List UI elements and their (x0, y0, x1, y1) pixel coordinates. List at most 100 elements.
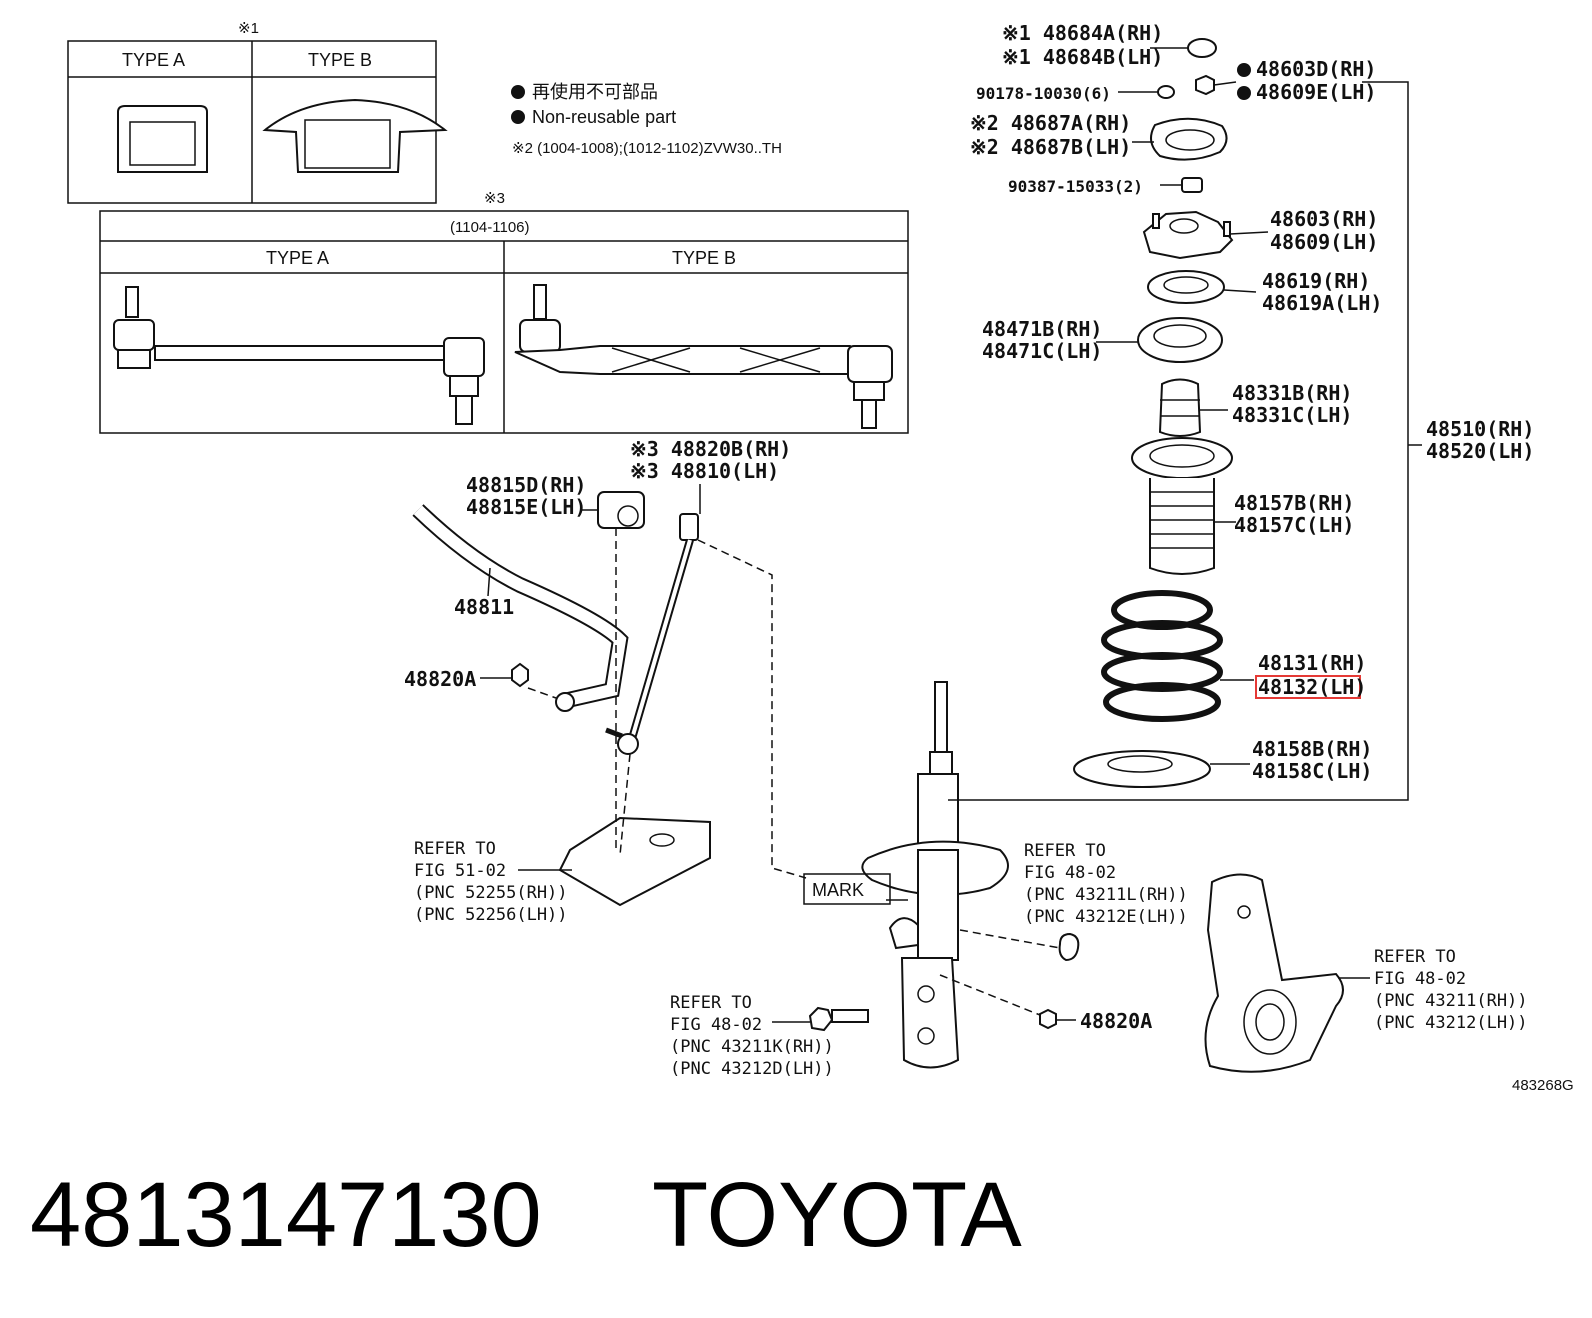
guide-line (527, 687, 557, 699)
ref4-line4: (PNC 43212(LH)) (1374, 1013, 1528, 1033)
label-48619: 48619(RH) (1262, 269, 1370, 293)
stabilizer-link-type-a-icon (113, 286, 485, 425)
nut-48820a-right-icon (1039, 1008, 1057, 1030)
label-48131: 48131(RH) (1258, 651, 1366, 675)
label-48820b: ※3 48820B(RH) (630, 437, 791, 461)
nonreusable-dot-icon (511, 85, 525, 99)
label-group-left: ※3 48820B(RH) ※3 48810(LH) 48815D(RH) 48… (404, 437, 1152, 1033)
label-48331c: 48331C(LH) (1232, 403, 1352, 427)
guide-line (697, 539, 807, 879)
guide-line (619, 753, 631, 856)
label-48820a-left: 48820A (404, 667, 476, 691)
range3-label: (1104-1106) (450, 219, 530, 236)
ref1-line1: REFER TO (414, 839, 496, 859)
nonreusable-jp: 再使用不可部品 (532, 82, 658, 102)
ref3-line1: REFER TO (670, 993, 752, 1013)
highlight-box (1255, 675, 1361, 699)
note3-mark: ※3 (484, 190, 505, 207)
lower-insulator-icon (1073, 750, 1211, 788)
label-48810: ※3 48810(LH) (630, 459, 779, 483)
ref1-line4: (PNC 52256(LH)) (414, 905, 568, 925)
nut-icon (1195, 74, 1215, 96)
leader-lines (480, 47, 1422, 1023)
bearing-icon (1147, 270, 1225, 304)
note1-mark: ※1 (238, 20, 259, 37)
ref1-line3: (PNC 52255(RH)) (414, 883, 568, 903)
note2-text: ※2 (1004-1008);(1012-1102)ZVW30..TH (512, 140, 782, 157)
label-90387: 90387-15033(2) (1008, 177, 1143, 196)
cap-type-b-icon (262, 98, 448, 173)
collar-icon (1181, 177, 1203, 193)
refer-to-fig-48-02-a: REFER TO FIG 48-02 (PNC 43211L(RH)) (PNC… (1024, 841, 1188, 927)
ref2-line1: REFER TO (1024, 841, 1106, 861)
stabilizer-bar-icon (412, 504, 629, 712)
nonreusable-en: Non-reusable part (532, 107, 676, 127)
crossmember-icon (558, 816, 711, 907)
label-48811: 48811 (454, 595, 514, 619)
part-number: 4813147130 (30, 1164, 542, 1266)
label-48684a: ※1 48684A(RH) (1002, 21, 1163, 45)
label-48684b: ※1 48684B(LH) (1002, 45, 1163, 69)
ref4-line2: FIG 48-02 (1374, 969, 1466, 989)
plate-icon (1150, 117, 1228, 161)
steering-knuckle-icon (1204, 873, 1344, 1073)
strut-assembly (1073, 38, 1234, 788)
ref2-line3: (PNC 43211L(RH)) (1024, 885, 1188, 905)
ref1-line2: FIG 51-02 (414, 861, 506, 881)
shock-absorber-icon (861, 681, 1009, 1069)
type-b-label: TYPE B (308, 50, 372, 70)
label-48609: 48609(LH) (1270, 230, 1378, 254)
brand-name: TOYOTA (652, 1164, 1022, 1266)
label-48603d: 48603D(RH) (1256, 57, 1376, 81)
dust-boot-icon (1131, 437, 1233, 479)
ref2-line4: (PNC 43212E(LH)) (1024, 907, 1188, 927)
label-48158c: 48158C(LH) (1252, 759, 1372, 783)
label-48619a: 48619A(LH) (1262, 291, 1382, 315)
ref2-line2: FIG 48-02 (1024, 863, 1116, 883)
bolt-icon (808, 1006, 869, 1032)
ref3-line2: FIG 48-02 (670, 1015, 762, 1035)
nut-small-icon (1157, 85, 1175, 99)
legend-type-box-1: ※1 TYPE A TYPE B (67, 20, 448, 204)
label-90178: 90178-10030(6) (976, 84, 1111, 103)
label-group-right: ※1 48684A(RH) ※1 48684B(LH) 48603D(RH) 4… (970, 21, 1534, 783)
label-48815e: 48815E(LH) (466, 495, 586, 519)
label-48331b: 48331B(RH) (1232, 381, 1352, 405)
ref4-line1: REFER TO (1374, 947, 1456, 967)
nonreusable-dot-icon (1237, 86, 1251, 100)
label-48471b: 48471B(RH) (982, 317, 1102, 341)
label-48158b: 48158B(RH) (1252, 737, 1372, 761)
label-48820a-right: 48820A (1080, 1009, 1152, 1033)
bushing-icon (597, 491, 645, 529)
guide-line (939, 974, 1041, 1016)
type-b-label-3: TYPE B (672, 248, 736, 268)
nonreusable-dot-icon (1237, 63, 1251, 77)
type-a-label-3: TYPE A (266, 248, 329, 268)
nonreusable-dot-icon (511, 110, 525, 124)
guide-line (959, 929, 1061, 949)
legend-type-box-3: ※3 (1104-1106) TYPE A TYPE B (99, 190, 909, 434)
label-48157c: 48157C(LH) (1234, 513, 1354, 537)
label-48687a: ※2 48687A(RH) (970, 111, 1131, 135)
refer-to-fig-48-02-c: REFER TO FIG 48-02 (PNC 43211(RH)) (PNC … (1374, 947, 1528, 1033)
label-48603: 48603(RH) (1270, 207, 1378, 231)
label-48132-highlighted: 48132(LH) (1258, 675, 1366, 699)
cap-icon (1187, 38, 1217, 58)
refer-to-fig-48-02-b: REFER TO FIG 48-02 (PNC 43211K(RH)) (PNC… (670, 993, 834, 1079)
coil-spring-icon (1101, 590, 1223, 722)
ref3-line3: (PNC 43211K(RH)) (670, 1037, 834, 1057)
refer-to-fig-51-02: REFER TO FIG 51-02 (PNC 52255(RH)) (PNC … (414, 839, 568, 925)
bump-stopper-icon (1158, 378, 1202, 437)
bolt-head-icon (1058, 932, 1080, 962)
label-48609e: 48609E(LH) (1256, 80, 1376, 104)
stabilizer-link-type-b-icon (514, 284, 893, 429)
cap-type-a-icon (117, 105, 208, 173)
ref4-line3: (PNC 43211(RH)) (1374, 991, 1528, 1011)
label-48815d: 48815D(RH) (466, 473, 586, 497)
label-48471c: 48471C(LH) (982, 339, 1102, 363)
type-a-label: TYPE A (122, 50, 185, 70)
nut-48820a-icon (511, 662, 529, 688)
mark-label: MARK (812, 880, 864, 900)
